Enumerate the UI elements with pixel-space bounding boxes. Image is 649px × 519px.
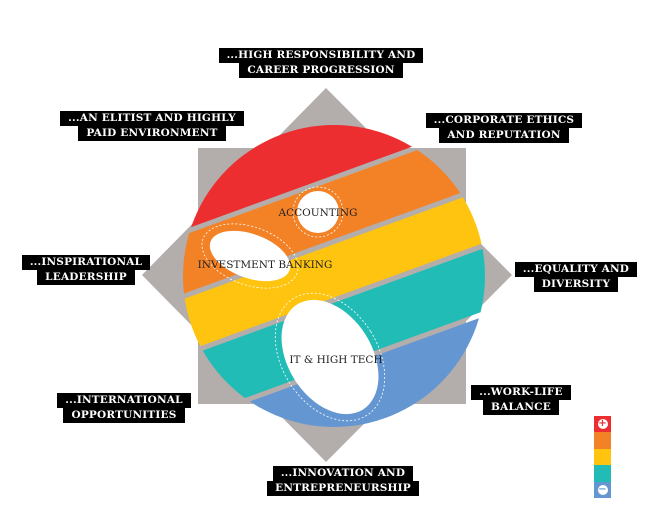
band-blue [220,306,485,427]
label-line: ...CORPORATE ETHICS [425,113,583,128]
label-line: PAID ENVIRONMENT [78,126,226,141]
color-scale-legend: + − [594,416,611,498]
label-line: ENTREPRENEURSHIP [267,481,419,496]
label-line: DIVERSITY [533,277,619,292]
plus-icon: + [597,418,608,430]
label-line: ...AN ELITIST AND HIGHLY [60,111,244,126]
legend-yellow [594,448,611,466]
label-line: ...INSPIRATIONAL [21,255,151,270]
label-line: OPPORTUNITIES [63,408,185,423]
accounting-hole [297,191,339,233]
label-line: ...INTERNATIONAL [57,393,191,408]
band-red [183,125,450,240]
label-line: ...HIGH RESPONSIBILITY AND [218,48,424,63]
label-line: ...WORK-LIFE [471,385,571,400]
sector-investment-banking: INVESTMENT BANKING [198,259,333,271]
label-line: ...EQUALITY AND [514,262,638,277]
investment-banking-hole [209,230,291,282]
label-line: BALANCE [483,400,559,415]
sector-accounting: ACCOUNTING [277,207,357,219]
minus-icon: − [597,483,608,495]
legend-teal [594,465,611,482]
label-line: LEADERSHIP [37,270,135,285]
legend-orange [594,432,611,449]
it-high-tech-hole [281,299,379,415]
label-line: CAREER PROGRESSION [239,63,403,78]
legend-blue: − [594,481,611,498]
label-line: AND REPUTATION [439,128,569,143]
band-yellow [183,194,485,348]
sector-it-high-tech: IT & HIGH TECH [289,354,382,366]
label-line: ...INNOVATION AND [272,466,414,481]
legend-red: + [594,416,611,433]
